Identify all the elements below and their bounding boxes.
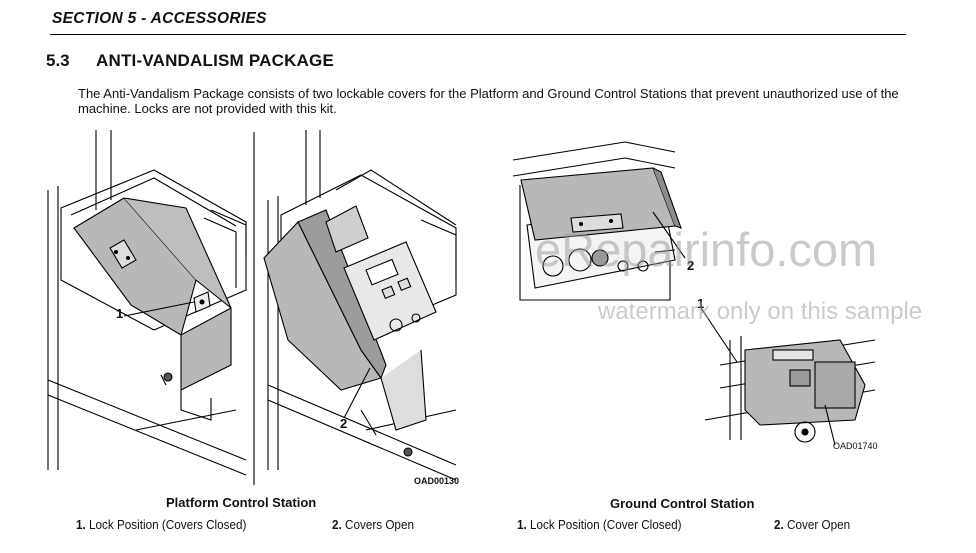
- ground-callout-2: 2: [687, 258, 695, 273]
- section-header-title: SECTION 5 - ACCESSORIES: [52, 10, 267, 27]
- ground-callout-1: 1: [697, 296, 705, 311]
- ground-figure-code: OAD01740: [833, 441, 878, 451]
- platform-callout-2: 2: [340, 416, 348, 431]
- intro-paragraph: The Anti-Vandalism Package consists of t…: [78, 86, 899, 116]
- ground-item-2-label: Cover Open: [787, 517, 851, 532]
- platform-item-2: 2. Covers Open: [332, 517, 414, 532]
- ground-item-1: 1. Lock Position (Cover Closed): [517, 517, 682, 532]
- section-title: ANTI-VANDALISM PACKAGE: [96, 51, 334, 70]
- ground-item-2: 2. Cover Open: [774, 517, 850, 532]
- ground-item-1-label: Lock Position (Cover Closed): [530, 517, 682, 532]
- platform-callout-1: 1: [116, 306, 124, 321]
- platform-item-2-number: 2.: [332, 517, 342, 532]
- watermark-site: eRepairinfo.com: [535, 223, 878, 276]
- platform-item-1-number: 1.: [76, 517, 86, 532]
- section-number: 5.3: [46, 51, 70, 70]
- platform-item-1: 1. Lock Position (Covers Closed): [76, 517, 246, 532]
- ground-item-2-number: 2.: [774, 517, 784, 532]
- platform-item-2-label: Covers Open: [345, 517, 414, 532]
- ground-control-station-illustration: [512, 141, 876, 446]
- platform-figure-code: OAD00130: [414, 476, 460, 486]
- platform-item-1-label: Lock Position (Covers Closed): [89, 517, 247, 532]
- platform-control-station-illustration: [47, 130, 457, 485]
- section-header: SECTION 5 - ACCESSORIES: [50, 8, 906, 35]
- watermark-note: watermark only on this sample: [598, 298, 923, 325]
- platform-figure-title: Platform Control Station: [166, 495, 317, 510]
- ground-item-1-number: 1.: [517, 517, 527, 532]
- ground-figure-title: Ground Control Station: [610, 496, 755, 511]
